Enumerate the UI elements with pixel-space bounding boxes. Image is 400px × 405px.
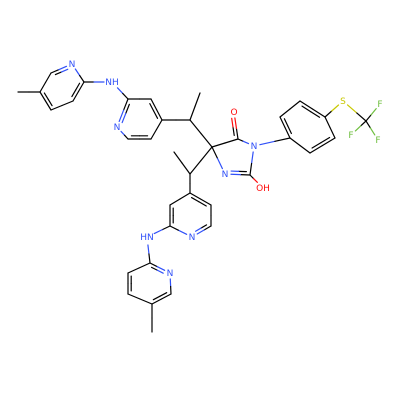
atom-label-n-3: N [69, 60, 76, 70]
atom-label-n-19: N [251, 142, 258, 152]
atom-label-n-7: NH [105, 78, 119, 88]
atom-label-f-31: F [377, 100, 382, 110]
atom-label-n-22: N [222, 170, 229, 180]
atom-label-f-33: F [375, 136, 380, 146]
atom-label-n-44: N [167, 269, 174, 279]
atom-label-o-18: O [230, 108, 237, 118]
atom-label-n-9: N [114, 123, 121, 133]
atom-label-n-39: N [189, 233, 196, 243]
atom-label-o-21: OH [256, 184, 270, 194]
atom-label-n-42: HN [140, 233, 154, 243]
atom-label-f-32: F [348, 131, 353, 141]
atom-label-s-29: S [340, 97, 346, 107]
